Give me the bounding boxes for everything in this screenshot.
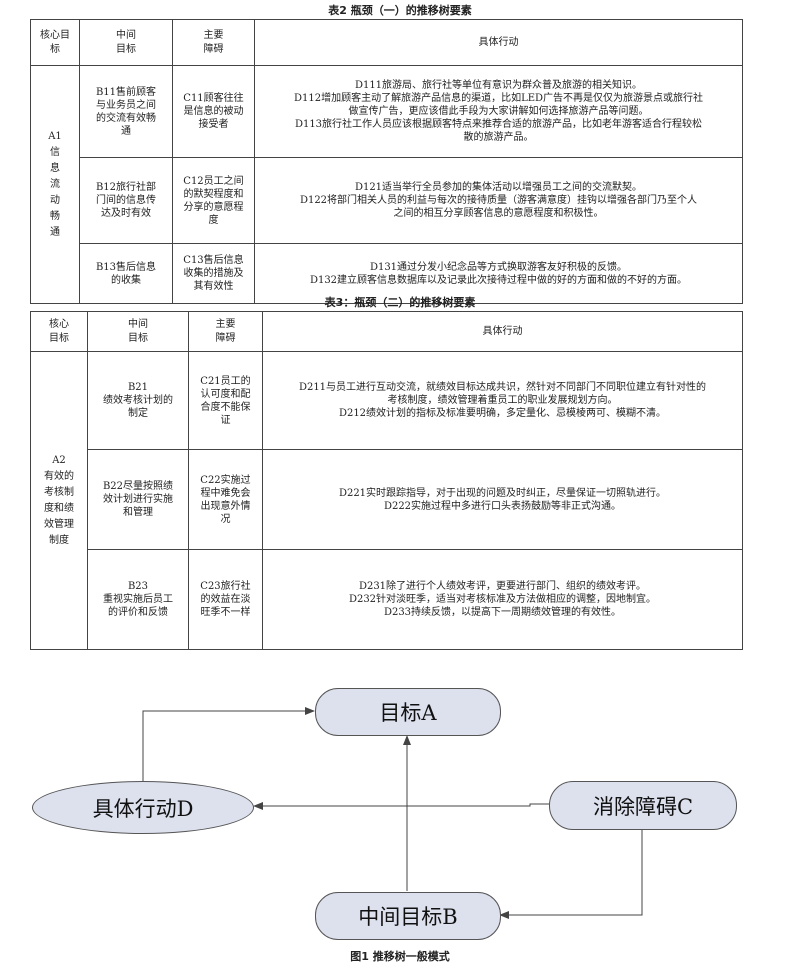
mid-goal-b-node: 中间目标B	[315, 892, 501, 940]
mid-goal: B12旅行社部 门间的信息传 达及时有效	[79, 157, 173, 244]
action-line: D111旅游局、旅行社等单位有意识为群众普及旅游的相关知识。	[354, 80, 643, 91]
action-line: 考核制度，绩效管理着重员工的职业发展规划方向。	[387, 395, 618, 406]
actions: D231除了进行个人绩效考评，更要进行部门、组织的绩效考评。 D232针对淡旺季…	[262, 549, 743, 650]
action-line: D231除了进行个人绩效考评，更要进行部门、组织的绩效考评。	[358, 581, 647, 592]
main-barrier: C21员工的 认可度和配 合度不能保 证	[188, 351, 263, 450]
figure-caption: 图1 推移树一般模式	[350, 950, 450, 963]
action-line: D112增加顾客主动了解旅游产品信息的渠道，比如LED广告不再是仅仅为旅游景点或…	[293, 93, 704, 104]
mid-goal: B13售后信息 的收集	[79, 243, 173, 304]
mid-goal: B23 重视实施后员工 的评价和反馈	[87, 549, 189, 650]
header-core: 核心 目标	[30, 311, 88, 352]
core-goal: A2 有效的 考核制 度和绩 效管理 制度	[30, 351, 88, 650]
header-core: 核心目 标	[30, 19, 80, 66]
main-barrier: C13售后信息 收集的措施及 其有效性	[172, 243, 255, 304]
action-line: D222实施过程中多进行口头表扬鼓励等非正式沟通。	[383, 500, 622, 512]
arrow-remove-to-action	[253, 802, 549, 810]
action-line: D113旅行社工作人员应该根据顾客特点来推荐合适的旅游产品，比如老年游客适合行程…	[294, 119, 703, 130]
action-line: D211与员工进行互动交流，就绩效目标达成共识，然针对不同部门不同职位建立有针对…	[298, 382, 707, 393]
action-line: 散的旅游产品。	[463, 132, 534, 143]
action-line: D132建立顾客信息数据库以及记录此次接待过程中做的好的方面和做的不好的方面。	[309, 274, 688, 286]
action-line: D221实时跟踪指导，对于出现的问题及时纠正，尽量保证一切照轨进行。	[338, 487, 667, 499]
actions: D111旅游局、旅行社等单位有意识为群众普及旅游的相关知识。 D112增加顾客主…	[254, 65, 743, 158]
header-barrier: 主要 障碍	[188, 311, 263, 352]
table2-caption: 表2 瓶颈（一）的推移树要素	[328, 4, 472, 17]
header-action: 具体行动	[262, 311, 743, 352]
action-line: D121适当举行全员参加的集体活动以增强员工之间的交流默契。	[354, 182, 643, 193]
table3: 核心 目标 中间 目标 主要 障碍 具体行动 A2 有效的 考核制 度和绩 效管…	[30, 311, 743, 650]
action-line: D122将部门相关人员的利益与每次的接待质量（游客满意度）挂钩以增强各部门乃至个…	[299, 195, 698, 206]
table2: 核心目 标 中间 目标 主要 障碍 具体行动 A1 信 息 流 动 畅 通 B1…	[30, 19, 743, 304]
action-line: D212绩效计划的指标及标准要明确，多定量化、忌模棱两可、模糊不清。	[338, 408, 667, 419]
main-barrier: C11顾客往往 是信息的被动 接受者	[172, 65, 255, 158]
actions: D131通过分发小纪念品等方式换取游客友好积极的反馈。 D132建立顾客信息数据…	[254, 243, 743, 304]
actions: D211与员工进行互动交流，就绩效目标达成共识，然针对不同部门不同职位建立有针对…	[262, 351, 743, 450]
table3-caption: 表3：瓶颈（二）的推移树要素	[324, 296, 476, 309]
mid-goal: B21 绩效考核计划的 制定	[87, 351, 189, 450]
arrow-action-to-goal	[142, 707, 315, 782]
action-line: D131通过分发小纪念品等方式换取游客友好积极的反馈。	[369, 261, 628, 273]
remove-barrier-c-node: 消除障碍C	[549, 781, 737, 830]
actions: D121适当举行全员参加的集体活动以增强员工之间的交流默契。 D122将部门相关…	[254, 157, 743, 244]
goal-a-node: 目标A	[315, 688, 501, 736]
header-mid: 中间 目标	[79, 19, 173, 66]
main-barrier: C23旅行社 的效益在淡 旺季不一样	[188, 549, 263, 650]
action-line: D232针对淡旺季，适当对考核标准及方法做相应的调整，因地制宜。	[348, 594, 657, 605]
mid-goal: B22尽量按照绩 效计划进行实施 和管理	[87, 449, 189, 550]
action-d-node: 具体行动D	[32, 781, 254, 834]
action-line: 之间的相互分享顾客信息的意愿程度和积极性。	[393, 208, 604, 219]
main-barrier: C12员工之间 的默契程度和 分享的意愿程 度	[172, 157, 255, 244]
action-line: D233持续反馈，以提高下一周期绩效管理的有效性。	[383, 607, 622, 618]
action-line: 做宣传广告，更应该借此手段为大家讲解如何选择旅游产品等问题。	[348, 106, 649, 117]
main-barrier: C22实施过 程中难免会 出现意外情 况	[188, 449, 263, 550]
arrow-remove-to-mid	[499, 830, 643, 919]
